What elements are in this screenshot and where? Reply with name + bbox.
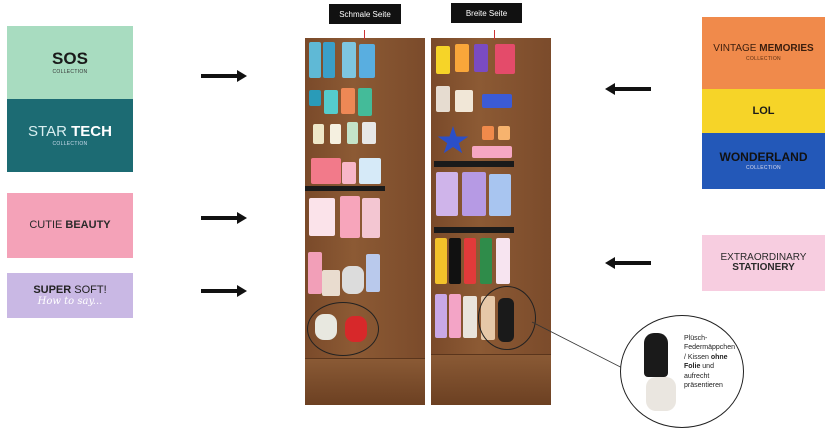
tile-wonderland-title: WONDERLAND	[719, 150, 808, 164]
highlight-circle	[478, 286, 536, 350]
arrow-right-icon	[201, 285, 247, 297]
callout-line5: aufrecht	[684, 372, 710, 380]
product-cat	[482, 94, 512, 108]
product-black-cat-case	[644, 333, 668, 377]
label-narrow-side: Schmale Seite	[329, 4, 401, 24]
tile-cutie-beauty-light: CUTIE	[29, 219, 66, 231]
product-beauty	[340, 196, 360, 238]
product-beauty	[309, 198, 335, 236]
tile-cutie-beauty: CUTIE BEAUTY	[7, 193, 133, 258]
product-sos-pack	[309, 42, 321, 78]
product-box	[342, 162, 356, 184]
product-techcable	[324, 90, 338, 114]
product-lol	[455, 44, 469, 72]
product-lol	[436, 46, 450, 74]
tile-vintage-memories: VINTAGE MEMORIES COLLECTION	[702, 17, 825, 89]
tile-stationery-bold: STATIONERY	[732, 262, 795, 273]
tile-lol: LOL	[702, 89, 825, 133]
tile-sos-subtitle: COLLECTION	[52, 69, 88, 75]
product-techcable	[309, 90, 321, 106]
tile-star-tech-bold: TECH	[71, 123, 112, 140]
product-stationery	[496, 238, 510, 284]
product-beauty	[362, 198, 380, 238]
callout-line4: Folie und	[684, 363, 714, 371]
tile-cutie-beauty-title: CUTIE BEAUTY	[29, 220, 110, 231]
callout-text: Plüsch- Federmäppchen / Kissen ohne Foli…	[684, 334, 744, 391]
product-item	[472, 146, 512, 158]
tile-star-tech-subtitle: COLLECTION	[52, 141, 88, 147]
tile-vintage-subtitle: COLLECTION	[746, 56, 781, 62]
tile-stationery-light: EXTRAORDINARY	[720, 252, 807, 263]
product-item	[482, 126, 494, 140]
tile-extraordinary-stationery: EXTRAORDINARY STATIONERY	[702, 235, 825, 291]
tile-star-tech-title: STAR TECH	[28, 124, 112, 139]
tile-vintage-bold: MEMORIES	[759, 43, 814, 54]
arrow-right-icon	[201, 212, 247, 224]
tile-vintage-title: VINTAGE MEMORIES	[713, 44, 813, 54]
callout-line1: Plüsch-	[684, 335, 708, 342]
product-wonderland	[436, 172, 458, 216]
product-item	[347, 122, 358, 144]
product-sos-pack	[323, 42, 335, 78]
arrow-right-icon	[201, 70, 247, 82]
tile-super-soft-bold: SUPER	[33, 283, 75, 296]
tile-wonderland: WONDERLAND COLLECTION	[702, 133, 825, 189]
callout-line2: Federmäppchen	[684, 344, 735, 352]
product-white-cat-cushion	[646, 377, 676, 411]
tile-super-soft-script: How to say...	[37, 295, 103, 307]
tile-sos-title: SOS	[52, 49, 88, 68]
arrow-left-icon	[605, 257, 651, 269]
product-item	[313, 124, 324, 144]
product-techcable	[358, 88, 372, 116]
product-plush-case	[449, 294, 461, 338]
product-lol	[474, 44, 488, 72]
product-sos-pack	[359, 44, 375, 78]
product-stationery	[480, 238, 492, 284]
tile-super-soft-light: SOFT!	[74, 283, 107, 296]
product-item	[330, 124, 341, 144]
tile-lol-title: LOL	[752, 104, 775, 117]
product-stationery	[464, 238, 476, 284]
tile-sos: SOS COLLECTION	[7, 26, 133, 99]
tile-star-tech-light: STAR	[28, 123, 72, 140]
tile-super-soft-title: SUPER SOFT!	[33, 283, 107, 296]
tile-super-soft: SUPER SOFT! How to say...	[7, 273, 133, 318]
tile-wonderland-subtitle: COLLECTION	[746, 165, 781, 171]
product-item	[362, 122, 376, 144]
product-sos-pack	[342, 42, 356, 78]
callout-circle	[620, 315, 744, 428]
product-plush	[342, 266, 364, 294]
tile-cutie-beauty-bold: BEAUTY	[65, 219, 111, 231]
product-box	[359, 158, 381, 184]
product-cat	[455, 90, 473, 112]
product-plush	[308, 252, 322, 294]
arrow-left-icon	[605, 83, 651, 95]
product-item	[498, 126, 510, 140]
product-wonderland	[462, 172, 486, 216]
product-plush	[322, 270, 340, 296]
highlight-circle	[307, 302, 379, 356]
label-wide-side: Breite Seite	[451, 3, 522, 23]
product-plush-case	[463, 296, 477, 338]
callout-line3: / Kissen ohne	[684, 353, 728, 361]
product-stationery	[435, 238, 447, 284]
product-stationery	[449, 238, 461, 284]
product-plush	[366, 254, 380, 292]
product-wonderland	[489, 174, 511, 216]
tile-star-tech: STAR TECH COLLECTION	[7, 99, 133, 172]
product-techcable	[341, 88, 355, 114]
callout-line6: präsentieren	[684, 382, 723, 390]
tile-vintage-light: VINTAGE	[713, 43, 760, 54]
product-lol	[495, 44, 515, 74]
product-plush-case	[435, 294, 447, 338]
product-box	[311, 158, 341, 184]
product-cat	[436, 86, 450, 112]
